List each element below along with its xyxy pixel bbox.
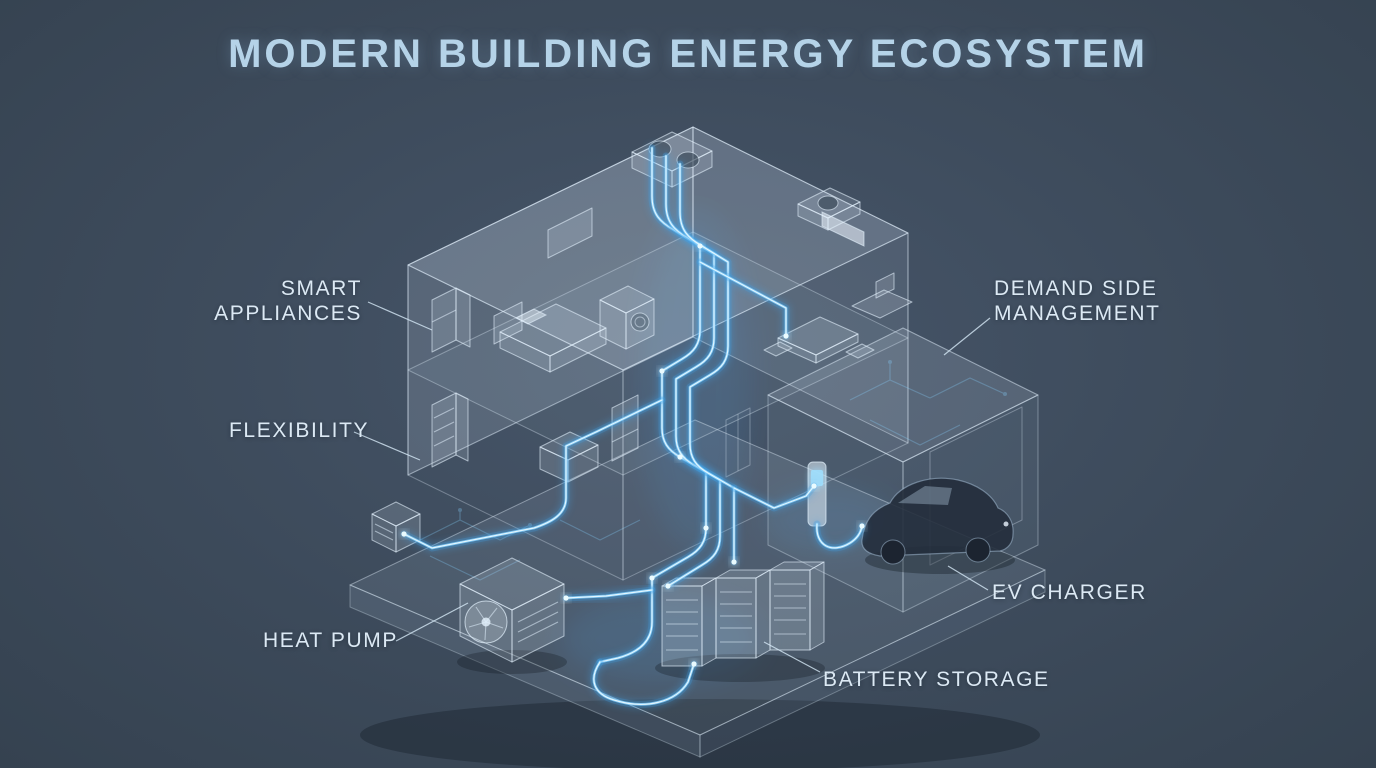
dining-table [763, 316, 875, 364]
desk-with-monitor [851, 272, 913, 319]
headlight [1003, 521, 1009, 527]
split-ac-unit [821, 211, 865, 247]
heat-pump-fan [464, 600, 508, 644]
interior-door [725, 407, 751, 478]
label-ev-charger: EV CHARGER [992, 581, 1147, 604]
heat-pump-leader [395, 602, 469, 642]
energy-nodes [401, 243, 865, 667]
server-rack [431, 392, 469, 468]
wall-tv [547, 207, 593, 259]
label-battery-storage: BATTERY STORAGE [823, 668, 1050, 691]
circuit-traces-garage-roof [849, 360, 1007, 446]
garage-roof [767, 327, 1039, 463]
chair [845, 343, 875, 359]
windshield [898, 486, 952, 505]
battery-cabinet [715, 569, 771, 659]
garage [767, 327, 1039, 613]
page-title: MODERN BUILDING ENERGY ECOSYSTEM [228, 32, 1148, 76]
car [861, 477, 1014, 565]
washing-machine [599, 285, 655, 350]
label-heat-pump: HEAT PUMP [263, 629, 398, 652]
upper-floor-rooms [431, 207, 913, 373]
wheel [965, 537, 991, 563]
chair [763, 341, 793, 357]
label-flexibility: FLEXIBILITY [229, 419, 370, 442]
label-demand-side-management: DEMAND SIDE MANAGEMENT [994, 277, 1161, 325]
wheel [880, 539, 906, 565]
roof [407, 126, 909, 371]
battery-cabinet [769, 561, 825, 651]
outdoor-unit [371, 501, 421, 553]
heat-pump-unit [459, 557, 565, 663]
energy-flow-lines [401, 148, 864, 704]
ev-charger-leader [947, 565, 989, 591]
smart-appliances-leader [367, 301, 433, 331]
ground-shadow [360, 699, 1040, 768]
roof-hvac-unit-2 [797, 187, 861, 231]
charger-screen [811, 470, 823, 486]
monitor [875, 272, 895, 299]
headboard [493, 301, 523, 345]
battery-cabinet [661, 577, 717, 667]
label-smart-appliances: SMART APPLIANCES [214, 277, 362, 325]
bed [493, 301, 607, 373]
leader-lines [353, 301, 991, 673]
demand-side-leader [943, 317, 991, 356]
battery-shadow [655, 654, 825, 682]
flexibility-leader [353, 431, 421, 461]
refrigerator [431, 287, 471, 353]
battery-storage-leader [763, 641, 821, 673]
